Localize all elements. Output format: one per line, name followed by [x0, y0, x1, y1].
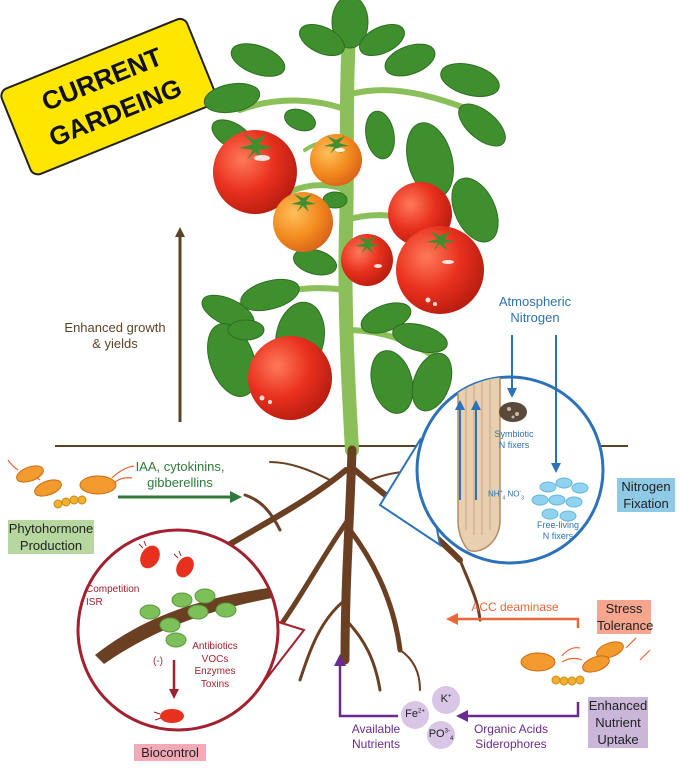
- biocontrol-badge: Biocontrol: [134, 744, 206, 761]
- tomato-highlights: [254, 148, 454, 404]
- tomato-3: [273, 192, 333, 252]
- title-sign: CURRENT GARDEING: [0, 17, 218, 176]
- nutrient-bacteria: [520, 637, 651, 686]
- free-living-bacteria: [531, 477, 589, 522]
- roots: [178, 445, 482, 692]
- competition-label: Competition ISR: [86, 584, 140, 608]
- organic-acid-arrow: [456, 702, 580, 722]
- inhibition-label: (-): [153, 656, 163, 667]
- tomato-7: [248, 336, 332, 420]
- phyto-bacteria: [7, 459, 135, 509]
- nutrient-ions: [401, 686, 460, 749]
- acc-arrow: [446, 613, 580, 628]
- antibiotics-label: Antibiotics VOCs Enzymes Toxins: [192, 641, 238, 690]
- tomato-6: [396, 226, 484, 314]
- enhanced-growth-label: Enhanced growth & yields: [64, 320, 166, 352]
- po4-ion-label: PO3-4: [428, 728, 454, 743]
- nutrient-arrow: [334, 654, 398, 718]
- stress-tolerance-badge: Stress Tolerance: [597, 600, 654, 634]
- nitrogen-fixation-badge: Nitrogen Fixation: [617, 478, 675, 512]
- iaa-label: IAA, cytokinins, gibberellins: [135, 459, 225, 491]
- phytohormone-badge: Phytohormone Production: [8, 520, 94, 554]
- biocontrol-zoom: [76, 528, 306, 732]
- plant-leaves: [201, 0, 506, 414]
- tomato-5: [341, 234, 393, 286]
- fe-ion-label: Fe2+: [405, 708, 425, 720]
- k-ion-label: K+: [440, 693, 452, 705]
- available-nutrients-label: Available Nutrients: [351, 722, 401, 751]
- acc-deaminase-label: ACC deaminase: [471, 600, 559, 614]
- tomatoes: [213, 130, 484, 420]
- atmospheric-nitrogen-label: Atmospheric Nitrogen: [498, 294, 572, 326]
- organic-acids-label: Organic Acids Siderophores: [473, 722, 549, 751]
- tomato-calyxes: [239, 134, 456, 254]
- tomato-1: [213, 130, 297, 214]
- nutrient-uptake-badge: Enhanced Nutrient Uptake: [588, 697, 648, 748]
- symbiotic-fixers-label: Symbiotic N fixers: [494, 429, 534, 451]
- symbiotic-bacteria: [499, 402, 527, 422]
- free-living-fixers-label: Free-living N fixers: [536, 520, 579, 542]
- nitrogen-zoom: [378, 335, 605, 565]
- tomato-2: [310, 134, 362, 186]
- nh4-no3-label: NH+4 NO-3: [488, 489, 524, 502]
